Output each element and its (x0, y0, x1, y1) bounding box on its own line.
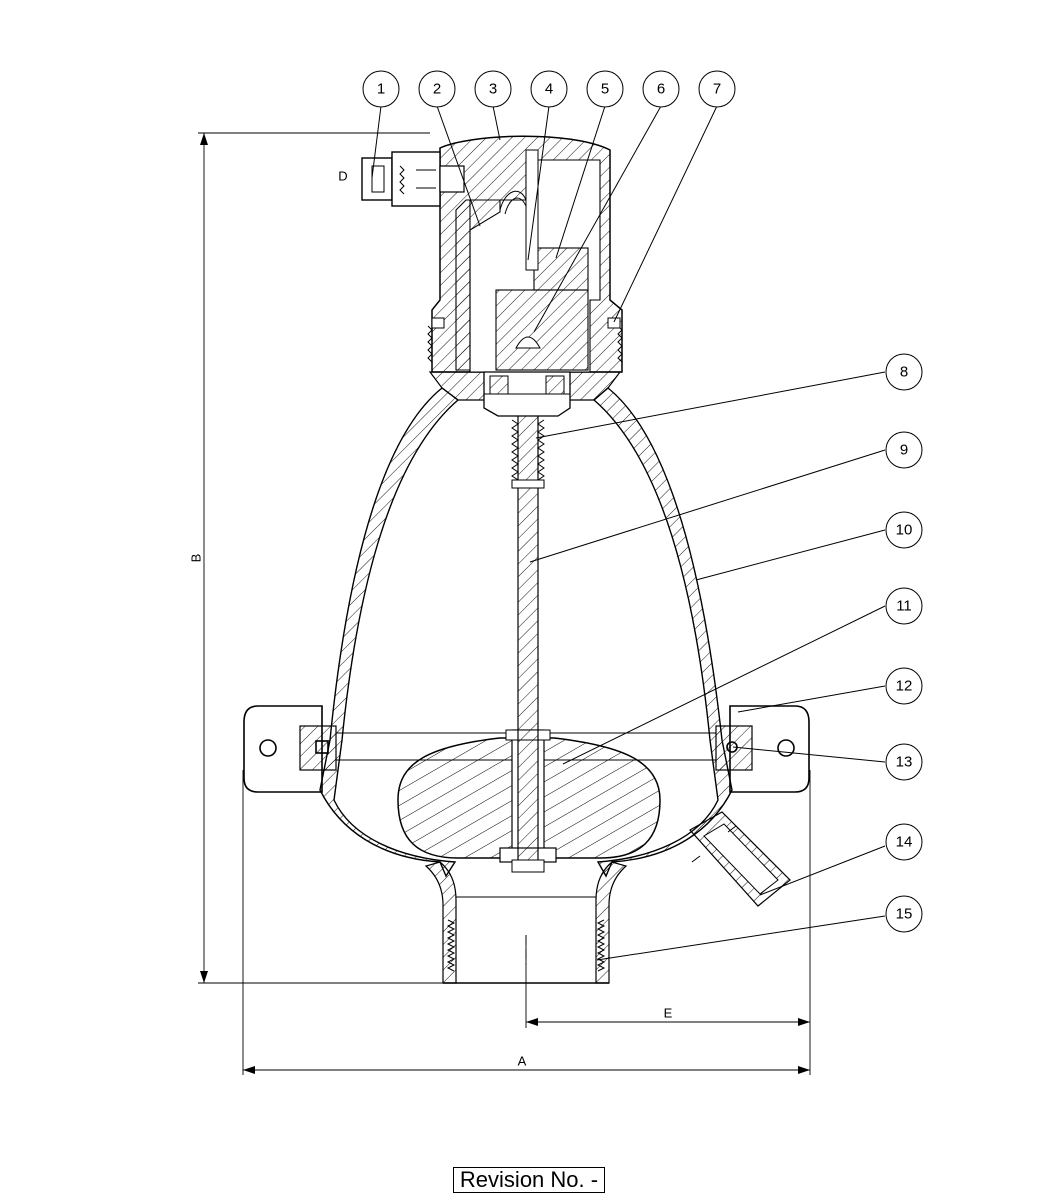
top-cap (427, 135, 623, 417)
callout-13-label: 13 (896, 754, 913, 771)
callout-15-label: 15 (896, 906, 913, 923)
callout-11-label: 11 (896, 598, 912, 615)
spring (511, 419, 545, 489)
leader-lines (371, 105, 886, 961)
callout-11: 11 (885, 587, 923, 625)
dimension-label-e: E (664, 1006, 673, 1021)
callout-2-label: 2 (433, 81, 441, 98)
dimension-label-b: B (189, 554, 204, 563)
callout-9: 9 (885, 431, 923, 469)
callout-9-label: 9 (900, 442, 908, 459)
revision-label: Revision No. - (453, 1167, 605, 1193)
callout-7: 7 (698, 70, 736, 108)
callout-12: 12 (885, 667, 923, 705)
callout-6: 6 (642, 70, 680, 108)
callout-3: 3 (474, 70, 512, 108)
callout-7-label: 7 (713, 81, 721, 98)
callout-1: 1 (362, 70, 400, 108)
side-outlet (361, 151, 465, 207)
callout-2: 2 (418, 70, 456, 108)
callout-4-label: 4 (545, 81, 553, 98)
drain-port (689, 811, 791, 907)
callout-13: 13 (885, 743, 923, 781)
stem (511, 329, 545, 873)
dimension-label-d: D (338, 169, 347, 184)
callout-3-label: 3 (489, 81, 497, 98)
callout-8: 8 (885, 353, 923, 391)
callout-10: 10 (885, 511, 923, 549)
flange-lugs (243, 705, 810, 793)
callout-5: 5 (586, 70, 624, 108)
callout-4: 4 (530, 70, 568, 108)
callout-5-label: 5 (601, 81, 609, 98)
callout-14: 14 (885, 823, 923, 861)
callout-10-label: 10 (896, 522, 913, 539)
callout-12-label: 12 (896, 678, 913, 695)
callout-1-label: 1 (377, 81, 385, 98)
callout-14-label: 14 (896, 834, 913, 851)
callout-8-label: 8 (900, 364, 908, 381)
dimension-label-a: A (518, 1054, 527, 1069)
callout-6-label: 6 (657, 81, 665, 98)
callout-15: 15 (885, 895, 923, 933)
inlet-neck (424, 861, 628, 984)
